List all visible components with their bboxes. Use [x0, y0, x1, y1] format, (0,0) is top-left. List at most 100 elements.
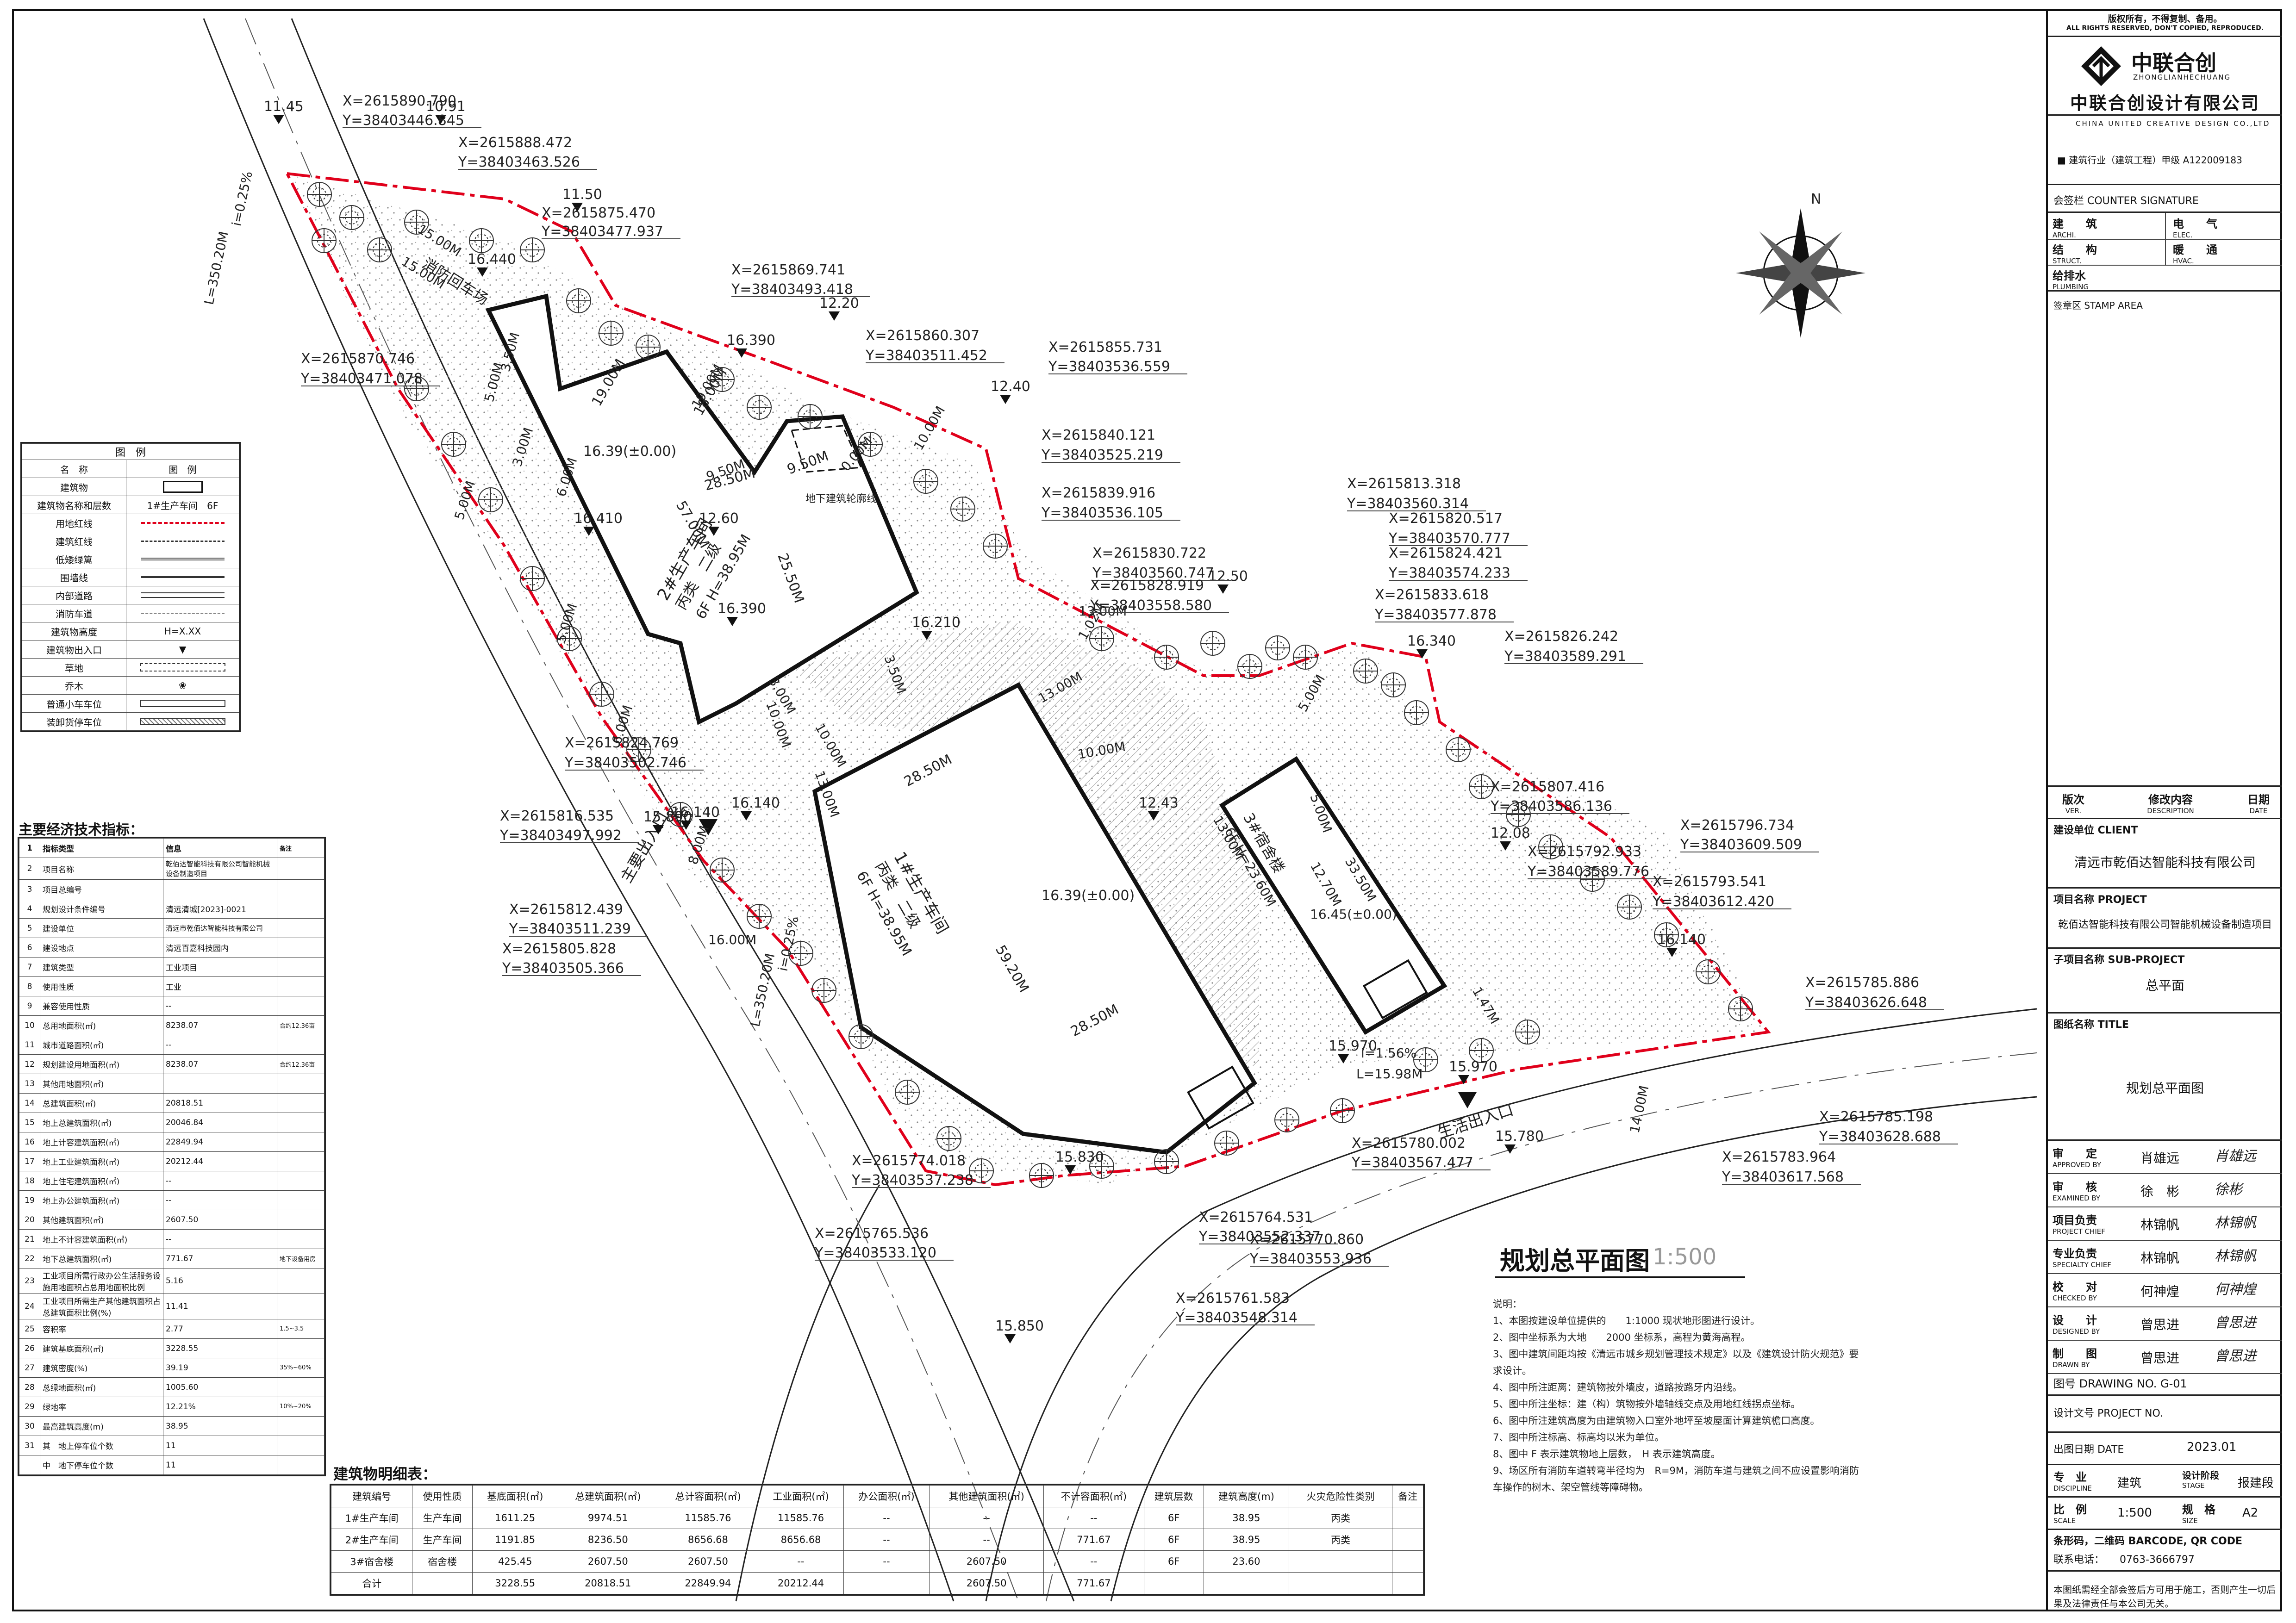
indicator-cell: 12: [19, 1054, 40, 1074]
elevation-label: 11.50: [562, 187, 602, 203]
indicator-cell: [277, 976, 324, 996]
indicator-cell: [277, 1151, 324, 1171]
building-table-cell: 6F: [1143, 1529, 1204, 1551]
elevation-marker-icon: [741, 811, 752, 821]
building-table-cell: 丙类: [1288, 1507, 1393, 1529]
indicator-cell: 地上总建筑面积(㎡): [40, 1113, 163, 1132]
indicator-cell: 信息: [163, 838, 277, 858]
building-table-header: 总建筑面积(㎡): [557, 1485, 658, 1507]
indicator-cell: [277, 1171, 324, 1191]
legend-row: 低矮绿篱: [21, 550, 239, 568]
legend-name: 乔木: [21, 676, 127, 695]
indicator-cell: [277, 918, 324, 938]
note-line: 8、图中 F 表示建筑物地上层数， H 表示建筑高度。: [1493, 1449, 1721, 1460]
coordinate-label: Y=38403446.845: [342, 112, 464, 129]
coordinate-label: X=2615780.002: [1352, 1135, 1466, 1151]
coordinate-label: Y=38403505.366: [502, 960, 624, 976]
note-line: 7、图中所注标高、标高均以米为单位。: [1493, 1432, 1665, 1443]
elevation-marker-icon: [1458, 1075, 1469, 1084]
elevation-marker-icon: [1416, 649, 1428, 659]
indicator-cell: [277, 938, 324, 958]
indicator-cell: [277, 899, 324, 919]
tree-icon: [1330, 1098, 1355, 1123]
legend-symbol: [126, 658, 239, 677]
elevation-marker-icon: [572, 203, 583, 212]
legend-symbol: 1#生产车间 6F: [126, 496, 239, 514]
tree-icon: [1696, 959, 1721, 984]
indicator-cell: 清远清城[2023]-0021: [163, 899, 277, 919]
disclaimer: 本图纸需经全部会签后方可用于施工，否则产生一切后果及法律责任与本公司无关。: [2053, 1584, 2276, 1609]
indicator-cell: [277, 1074, 324, 1094]
indicator-cell: 8238.07: [163, 1054, 277, 1074]
tree-icon: [339, 205, 364, 230]
indicator-cell: 建筑密度(%): [40, 1358, 163, 1378]
indicator-cell: 38.95: [163, 1416, 277, 1436]
indicator-cell: 16: [19, 1132, 40, 1152]
drawing-title-label: 图纸名称 TITLE: [2053, 1019, 2129, 1031]
coordinate-label: Y=38403589.291: [1504, 648, 1626, 665]
indicator-cell: [277, 1229, 324, 1249]
indicator-cell: 13: [19, 1074, 40, 1094]
indicator-cell: 指标类型: [40, 838, 163, 858]
company-info: CHINA UNITED CREATIVE DESIGN CO.,LTD ■ 建…: [2048, 116, 2282, 185]
elevation-label: 16.390: [727, 332, 775, 348]
elevation-label: 11.45: [264, 99, 304, 115]
indicator-cell: 容积率: [40, 1319, 163, 1339]
tree-icon: [1469, 1038, 1494, 1063]
signer-name: 徐 彬: [2140, 1184, 2180, 1199]
coordinate-label: Y=38403612.420: [1652, 894, 1774, 910]
elevation-marker-icon: [680, 821, 692, 830]
coordinate-label: X=2615761.583: [1176, 1290, 1290, 1306]
note-line: 3、图中建筑间距均按《清远市城乡规划管理技术规定》以及《建筑设计防火规范》要求设…: [1493, 1349, 1859, 1376]
client-value: 清远市乾佰达智能科技有限公司: [2074, 855, 2256, 870]
indicator-cell: 工业项目: [163, 957, 277, 977]
tree-icon: [566, 288, 591, 313]
indicator-cell: [277, 1035, 324, 1055]
coordinate-label: X=2615805.828: [502, 941, 616, 957]
tree-icon: [1404, 700, 1429, 725]
building-2-elev: 16.39(±0.00): [583, 443, 676, 460]
coordinate-label: Y=38403537.238: [851, 1172, 973, 1188]
note-line: 2、图中坐标系为大地 2000 坐标系，高程为黄海高程。: [1493, 1332, 1751, 1343]
tree-icon: [668, 802, 693, 827]
coordinate-label: Y=38403567.477: [1351, 1155, 1473, 1171]
copyright: 版权所有，不得复制、备用。 ALL RIGHTS RESERVED, DON'T…: [2048, 9, 2282, 37]
tree-icon: [1154, 645, 1179, 670]
note-line: 4、图中所注距离：建筑物按外墙皮，道路按路牙内沿线。: [1493, 1382, 1742, 1393]
tree-icon: [469, 228, 494, 253]
tree-icon: [589, 682, 614, 707]
road-width-east: 14.00M: [1627, 1084, 1652, 1135]
tree-icon: [1265, 635, 1290, 660]
legend-row: 建筑物出入口▼: [21, 640, 239, 659]
discipline-value: 建筑: [2117, 1476, 2142, 1490]
building-table-header: 其他建筑面积(㎡): [929, 1485, 1044, 1507]
building-table-cell: [1392, 1507, 1423, 1529]
indicator-cell: 18: [19, 1171, 40, 1191]
tree-icon: [1089, 1154, 1114, 1179]
indicator-cell: 规划设计条件编号: [40, 899, 163, 919]
company-header: 中联合创 ZHONGLIANHECHUANG 中联合创设计有限公司: [2048, 37, 2282, 116]
indicator-cell: 8: [19, 976, 40, 996]
building-table-cell: 22849.94: [657, 1572, 759, 1594]
coordinate-label: Y=38403626.648: [1805, 995, 1927, 1011]
elevation-marker-icon: [1004, 1334, 1016, 1343]
indicator-cell: 3228.55: [163, 1338, 277, 1358]
elevation-marker-icon: [583, 527, 594, 536]
